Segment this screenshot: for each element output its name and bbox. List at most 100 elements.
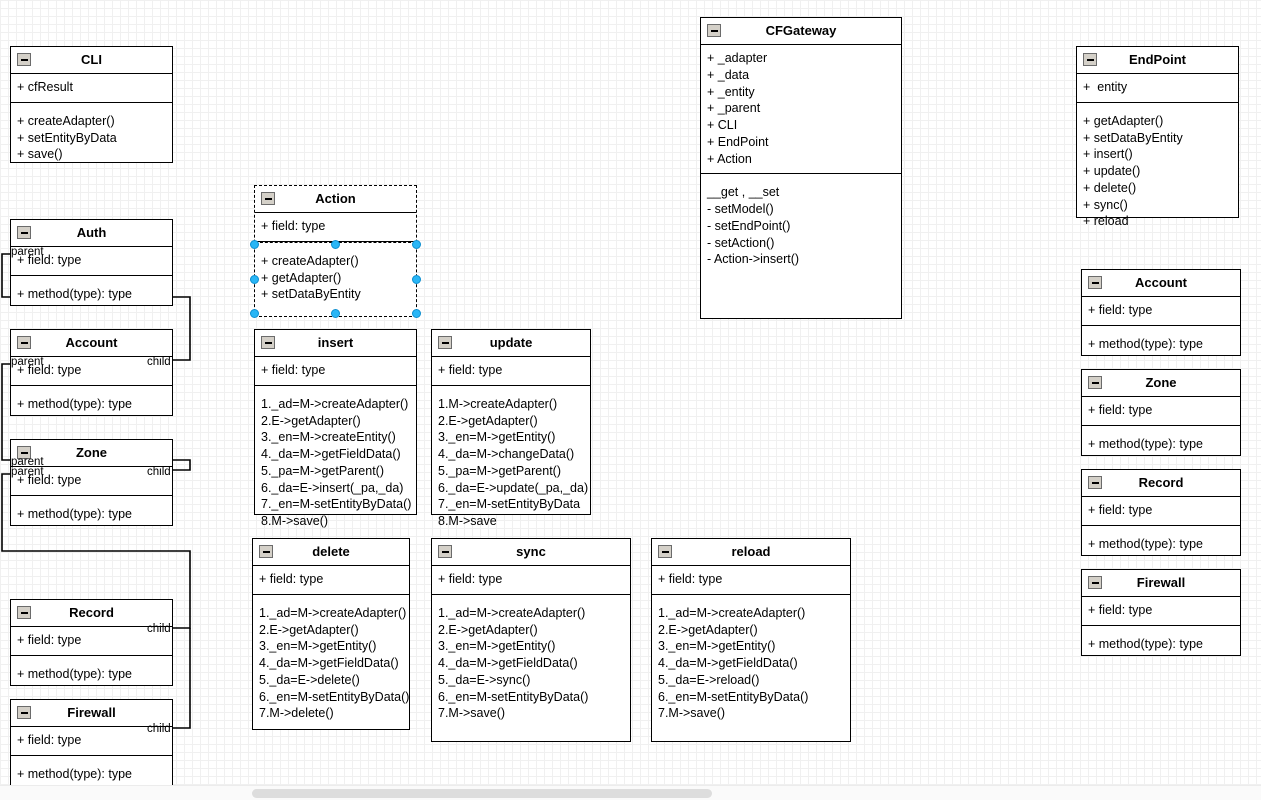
collapse-icon[interactable] <box>259 545 273 558</box>
attribute-line: + field: type <box>1088 303 1153 317</box>
resize-handle-bottom-left[interactable] <box>250 309 259 318</box>
operations-compartment-cfgateway: __get , __set- setModel()- setEndPoint()… <box>701 174 901 276</box>
class-header-record-right: Record <box>1082 470 1240 497</box>
attributes-compartment-cfgateway: + _adapter+ _data+ _entity+ _parent+ CLI… <box>701 45 901 175</box>
attributes-compartment-record-right: + field: type <box>1082 497 1240 526</box>
class-box-firewall-right[interactable]: Firewall+ field: type+ method(type): typ… <box>1081 569 1241 656</box>
operation-line: + method(type): type <box>17 666 132 681</box>
class-box-zone-left[interactable]: Zone+ field: type+ method(type): type <box>10 439 173 526</box>
horizontal-scrollbar-thumb[interactable] <box>252 789 712 798</box>
class-name: EndPoint <box>1128 52 1187 68</box>
class-name: Account <box>1135 275 1187 291</box>
resize-handle-bottom-center[interactable] <box>331 309 340 318</box>
resize-handle-top-right[interactable] <box>412 240 421 249</box>
class-box-action[interactable]: Action+ field: type+ createAdapter()+ ge… <box>254 185 417 317</box>
class-box-cfgateway[interactable]: CFGateway+ _adapter+ _data+ _entity+ _pa… <box>700 17 902 319</box>
class-header-firewall-left: Firewall <box>11 700 172 727</box>
operation-line: + insert() <box>1083 147 1133 162</box>
collapse-icon[interactable] <box>17 53 31 66</box>
attribute-line: + field: type <box>1088 603 1153 617</box>
collapse-icon[interactable] <box>261 336 275 349</box>
class-box-account-left[interactable]: Account+ field: type+ method(type): type <box>10 329 173 416</box>
operations-compartment-record-right: + method(type): type <box>1082 526 1240 561</box>
operation-line: 2.E->getAdapter() <box>261 413 361 428</box>
class-name: insert <box>317 335 354 351</box>
operation-line: 2.E->getAdapter() <box>438 622 538 637</box>
operation-line: 5._pa=M->getParent() <box>438 463 561 478</box>
operation-line: 6._da=E->update(_pa,_da) <box>438 480 589 495</box>
resize-handle-top-left[interactable] <box>250 240 259 249</box>
class-header-cfgateway: CFGateway <box>701 18 901 45</box>
class-box-auth[interactable]: Auth+ field: type+ method(type): type <box>10 219 173 306</box>
operation-line: 1._ad=M->createAdapter() <box>261 396 409 411</box>
operation-line: + method(type): type <box>1088 636 1203 651</box>
collapse-icon[interactable] <box>17 446 31 459</box>
attribute-line: + field: type <box>17 473 82 487</box>
attribute-line: + field: type <box>17 733 82 747</box>
class-box-firewall-left[interactable]: Firewall+ field: type+ method(type): typ… <box>10 699 173 786</box>
resize-handle-middle-right[interactable] <box>412 275 421 284</box>
operation-line: + method(type): type <box>1088 536 1203 551</box>
collapse-icon[interactable] <box>17 226 31 239</box>
class-header-update: update <box>432 330 590 357</box>
attributes-compartment-auth: + field: type <box>11 247 172 276</box>
resize-handle-top-center[interactable] <box>331 240 340 249</box>
operation-line: 4._da=M->changeData() <box>438 447 575 461</box>
class-box-account-right[interactable]: Account+ field: type+ method(type): type <box>1081 269 1241 356</box>
collapse-icon[interactable] <box>17 336 31 349</box>
operation-line: + getAdapter() <box>1083 113 1164 128</box>
resize-handle-bottom-right[interactable] <box>412 309 421 318</box>
operation-line: 6._en=M-setEntityByData() <box>438 689 589 704</box>
class-box-insert[interactable]: insert + field: type 1._ad=M->createAdapte… <box>254 329 417 528</box>
operations-compartment-delete: 1._ad=M->createAdapter()2.E->getAdapter(… <box>253 595 409 730</box>
attribute-line: + CLI <box>707 118 738 132</box>
class-header-zone-right: Zone <box>1082 370 1240 397</box>
collapse-icon[interactable] <box>438 336 452 349</box>
collapse-icon[interactable] <box>17 606 31 619</box>
collapse-icon[interactable] <box>658 545 672 558</box>
collapse-icon[interactable] <box>1088 476 1102 489</box>
attributes-compartment-insert: + field: type <box>255 357 416 386</box>
attributes-compartment-sync: + field: type <box>432 566 630 595</box>
operations-compartment-auth: + method(type): type <box>11 276 172 311</box>
collapse-icon[interactable] <box>261 192 275 205</box>
attributes-compartment-firewall-left: + field: type <box>11 727 172 756</box>
operation-line: 4._da=M->getFieldData() <box>438 656 578 670</box>
attribute-line: + entity <box>1083 80 1128 94</box>
class-header-cli: CLI <box>11 47 172 74</box>
collapse-icon[interactable] <box>1088 276 1102 289</box>
class-box-record-left[interactable]: Record+ field: type+ method(type): type <box>10 599 173 686</box>
collapse-icon[interactable] <box>438 545 452 558</box>
collapse-icon[interactable] <box>707 24 721 37</box>
collapse-icon[interactable] <box>1088 576 1102 589</box>
class-box-endpoint[interactable]: EndPoint+ entity+ getAdapter()+ setDataB… <box>1076 46 1239 228</box>
collapse-icon[interactable] <box>1083 53 1097 66</box>
operation-line: + setDataByEntity <box>261 287 361 302</box>
class-header-action: Action <box>255 186 416 213</box>
operation-line: 5._da=E->delete() <box>259 672 360 687</box>
resize-handle-middle-left[interactable] <box>250 275 259 284</box>
collapse-icon[interactable] <box>17 706 31 719</box>
class-box-zone-right[interactable]: Zone+ field: type+ method(type): type <box>1081 369 1241 456</box>
operations-compartment-update: 1.M->createAdapter()2.E->getAdapter()3._… <box>432 386 590 538</box>
class-box-record-right[interactable]: Record+ field: type + method(type): type <box>1081 469 1241 556</box>
class-name: Record <box>69 605 114 621</box>
collapse-icon[interactable] <box>1088 376 1102 389</box>
operation-line: 4._da=M->getFieldData() <box>261 447 401 461</box>
attribute-line: + field: type <box>438 363 503 377</box>
class-header-zone-left: Zone <box>11 440 172 467</box>
class-header-account-right: Account <box>1082 270 1240 297</box>
class-box-cli[interactable]: CLI+ cfResult+ createAdapter()+ setEntit… <box>10 46 173 163</box>
attributes-compartment-delete: + field: type <box>253 566 409 595</box>
edge-label-firewall-child: child <box>147 723 171 735</box>
attribute-line: + EndPoint <box>707 134 769 149</box>
operation-line: + method(type): type <box>17 286 132 301</box>
operations-compartment-zone-left: + method(type): type <box>11 496 172 531</box>
horizontal-scrollbar[interactable] <box>0 785 1261 800</box>
attribute-line: + field: type <box>438 572 503 586</box>
